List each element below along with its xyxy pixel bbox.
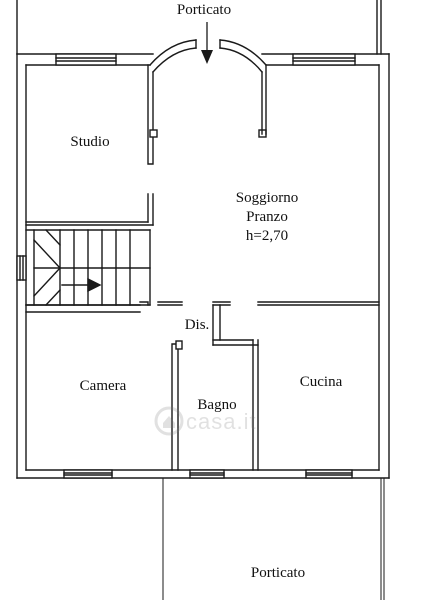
wall-bathroom-kitchen <box>212 304 259 471</box>
bedroom-label: Camera <box>79 378 127 394</box>
window-bathroom <box>189 469 225 479</box>
living-height-label: h=2,70 <box>245 228 289 244</box>
wall-living-bottom <box>25 301 380 313</box>
porch-top-label: Porticato <box>176 2 232 18</box>
entrance-arrow-icon <box>201 22 213 64</box>
wall-bedroom-bathroom <box>171 340 183 471</box>
window-bedroom <box>63 469 113 479</box>
living-label-line1: Soggiorno <box>235 190 299 206</box>
entrance-arch <box>149 39 267 73</box>
stair-arrow-icon <box>61 277 102 293</box>
staircase <box>16 229 151 306</box>
wall-study-living <box>25 64 154 226</box>
porch-top-boundary <box>16 0 382 55</box>
kitchen-label: Cucina <box>299 374 343 390</box>
wall-right-fin <box>261 64 267 135</box>
pilaster-left <box>149 129 158 138</box>
watermark: casa.it <box>152 404 286 438</box>
casa-it-logo-icon <box>154 406 184 436</box>
window-kitchen <box>305 469 353 479</box>
bathroom-label: Bagno <box>197 397 237 413</box>
window-study <box>55 53 117 66</box>
porch-bottom-label: Porticato <box>250 565 306 581</box>
porch-bottom-boundary <box>162 477 385 600</box>
study-label: Studio <box>70 134 110 150</box>
hallway-label: Dis. <box>184 317 210 333</box>
living-label-line2: Pranzo <box>246 209 288 225</box>
window-living <box>292 53 356 66</box>
watermark-text: casa.it <box>186 409 257 434</box>
